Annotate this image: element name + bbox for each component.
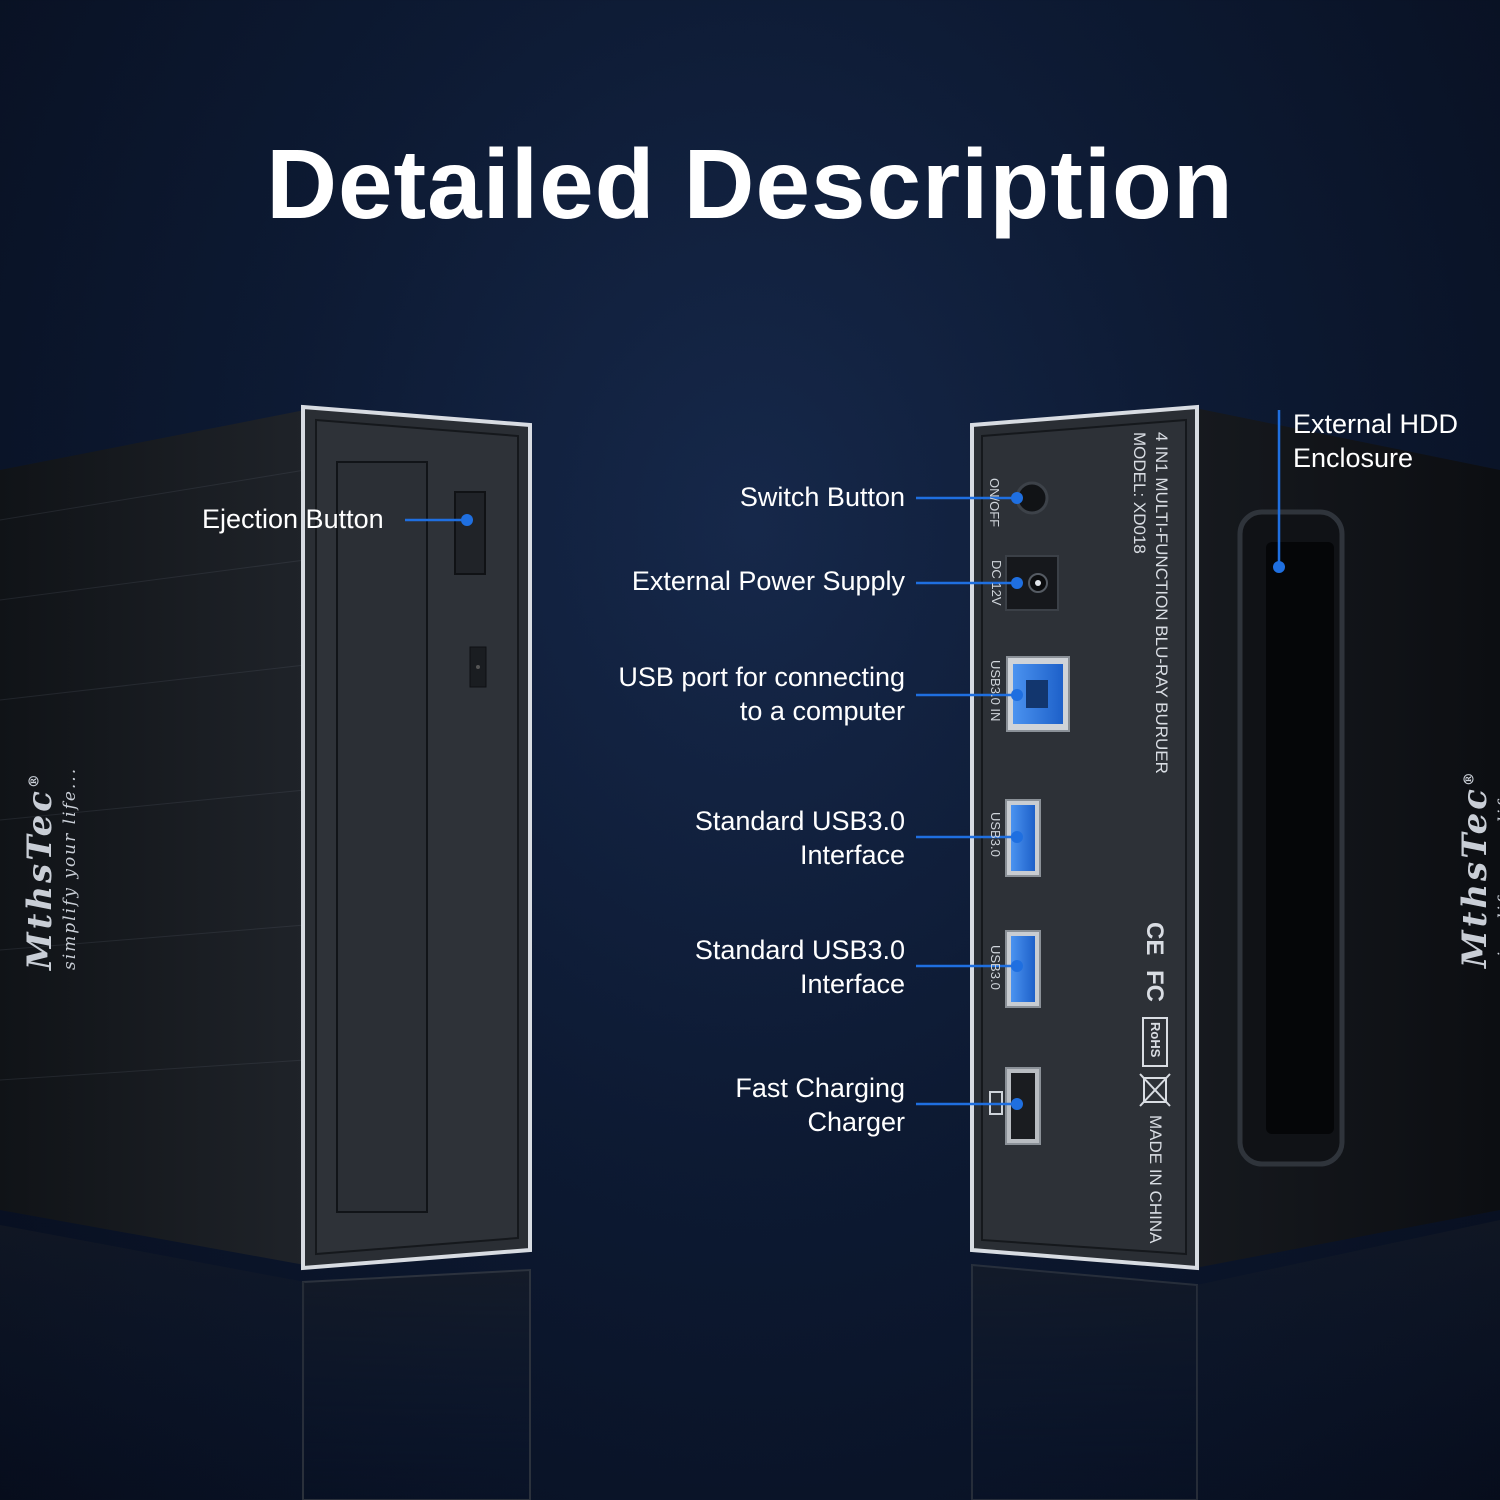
callout-usb1: Standard USB3.0 Interface <box>695 804 905 872</box>
usb1-callout-dot <box>1011 831 1023 843</box>
panel-product-block: 4 IN1 MULTI-FUNCTION BLU-RAY BURUER MODE… <box>1128 432 1172 774</box>
port-label-usb-in: USB3.0 IN <box>988 660 1003 722</box>
callout-usb2: Standard USB3.0 Interface <box>695 933 905 1001</box>
ce-mark: CE <box>1141 922 1168 956</box>
ejection-callout-dot <box>461 514 473 526</box>
brand-name: MthsTec <box>1455 786 1495 968</box>
multi-function-device <box>970 404 1500 1271</box>
callout-charger: Fast Charging Charger <box>735 1071 905 1139</box>
callout-usb-in-line2: to a computer <box>739 696 905 726</box>
rohs-mark: RoHS <box>1148 1022 1163 1058</box>
callout-charger-line1: Fast Charging <box>735 1073 905 1103</box>
callout-hdd: External HDD Enclosure <box>1293 407 1458 475</box>
power-callout-dot <box>1011 577 1023 589</box>
optical-drive-device <box>0 404 532 1271</box>
callout-ejection: Ejection Button <box>202 502 384 536</box>
panel-model: MODEL: XD018 <box>1130 432 1149 554</box>
callout-switch-text: Switch Button <box>739 482 905 512</box>
callout-usb1-line2: Interface <box>799 840 905 870</box>
callout-hdd-line2: Enclosure <box>1293 443 1414 473</box>
registered-mark: ® <box>1461 769 1478 787</box>
hdd-callout-dot <box>1273 561 1285 573</box>
brand-left: MthsTec® simplify your life... <box>20 767 80 970</box>
brand-name: MthsTec <box>20 788 60 970</box>
ejection-button-icon[interactable] <box>454 491 486 575</box>
panel-origin: MADE IN CHINA <box>1146 1115 1165 1244</box>
page-title: Detailed Description <box>266 129 1234 239</box>
callout-usb2-line1: Standard USB3.0 <box>694 935 905 965</box>
callout-ejection-text: Ejection Button <box>202 504 384 534</box>
switch-callout-dot <box>1011 492 1023 504</box>
port-label-onoff: ON/OFF <box>987 478 1002 528</box>
rohs-mark-frame <box>1142 1017 1168 1067</box>
left-device-side <box>0 410 305 1265</box>
callout-power: External Power Supply <box>632 564 905 598</box>
disc-tray <box>336 461 428 1213</box>
callout-usb-in-line1: USB port for connecting <box>618 662 905 692</box>
brand-tagline: simplify your life... <box>60 766 80 970</box>
brand-tagline: simplify your life... <box>1495 764 1500 968</box>
usb2-callout-dot <box>1011 960 1023 972</box>
registered-mark: ® <box>26 771 43 789</box>
callout-usb2-line2: Interface <box>799 969 905 999</box>
panel-product-name: 4 IN1 MULTI-FUNCTION BLU-RAY BURUER <box>1152 432 1171 774</box>
callout-power-text: External Power Supply <box>631 566 905 596</box>
port-label-dc: DC 12V <box>989 560 1004 606</box>
callout-hdd-line1: External HDD <box>1293 409 1459 439</box>
callout-switch: Switch Button <box>740 480 905 514</box>
weee-bin-icon <box>1139 1073 1171 1107</box>
fc-mark: FC <box>1141 970 1168 1002</box>
port-label-usb2: USB3.0 <box>988 945 1003 990</box>
port-label-usb1: USB3.0 <box>988 812 1003 857</box>
callout-charger-line2: Charger <box>807 1107 905 1137</box>
usb-in-callout-dot <box>1011 689 1023 701</box>
callout-usb1-line1: Standard USB3.0 <box>694 806 905 836</box>
callout-usb-in: USB port for connecting to a computer <box>618 660 905 728</box>
charger-callout-dot <box>1011 1098 1023 1110</box>
brand-right: MthsTec® simplify your life... <box>1455 765 1500 968</box>
